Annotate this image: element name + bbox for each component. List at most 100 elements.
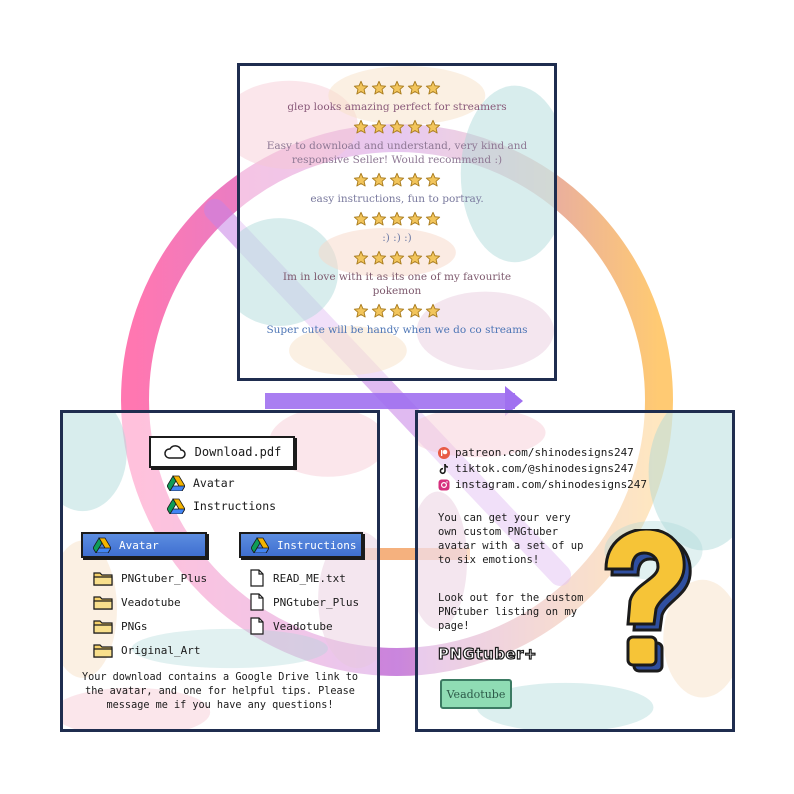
reviews-panel: glep looks amazing perfect for streamers… (237, 63, 557, 381)
social-link-label: tiktok.com/@shinodesigns247 (455, 462, 634, 475)
star-icon (389, 250, 405, 265)
star-icon (371, 250, 387, 265)
file-label: PNGs (121, 619, 148, 633)
document-icon (250, 617, 264, 635)
reviews-list: glep looks amazing perfect for streamers… (240, 66, 554, 378)
review-item: :) :) :) (353, 211, 441, 250)
review-item: Im in love with it as its one of my favo… (262, 250, 532, 303)
google-drive-icon (93, 537, 111, 553)
star-icon (425, 172, 441, 187)
panel-blob-decoration (240, 66, 554, 376)
star-icon (371, 172, 387, 187)
file-item[interactable]: Original_Art (93, 640, 207, 660)
lookout-text: Look out for the custom PNGtuber listing… (438, 592, 584, 632)
folder-icon (93, 572, 113, 586)
star-icon (407, 303, 423, 318)
star-icon (407, 211, 423, 226)
purple-arrow-bar (265, 393, 515, 409)
file-label: READ_ME.txt (273, 571, 346, 585)
star-rating (353, 303, 441, 319)
file-item[interactable]: PNGs (93, 616, 207, 636)
folder-button-label: Instructions (277, 538, 357, 552)
file-label: PNGtuber_Plus (273, 595, 360, 609)
star-icon (371, 303, 387, 318)
instructions-folder-button[interactable]: Instructions (239, 532, 363, 558)
star-icon (425, 250, 441, 265)
drive-link-avatar[interactable]: Avatar (167, 475, 235, 491)
download-note: Your download contains a Google Drive li… (81, 672, 358, 711)
star-icon (389, 119, 405, 134)
file-label: PNGtuber_Plus (121, 571, 208, 585)
social-link[interactable]: instagram.com/shinodesigns247 (438, 478, 647, 491)
star-rating (353, 80, 441, 96)
star-icon (371, 211, 387, 226)
star-icon (389, 80, 405, 95)
review-item: glep looks amazing perfect for streamers (287, 80, 507, 119)
patreon-icon (438, 446, 450, 459)
file-item[interactable]: READ_ME.txt (249, 568, 359, 588)
star-icon (371, 80, 387, 95)
star-icon (407, 172, 423, 187)
folder-icon (93, 620, 113, 634)
document-icon (250, 569, 264, 587)
folder-button-label: Avatar (119, 538, 159, 552)
panel-blob-decoration (418, 413, 732, 729)
cloud-icon (163, 445, 186, 459)
question-mark-icon (604, 529, 692, 673)
promo-text: You can get your very own custom PNGtube… (438, 512, 584, 566)
file-item[interactable]: PNGtuber_Plus (249, 592, 359, 612)
avatar-folder-button[interactable]: Avatar (81, 532, 207, 558)
social-link-label: instagram.com/shinodesigns247 (455, 478, 648, 491)
document-icon (250, 593, 264, 611)
veadotube-logo: Veadotube (440, 679, 512, 709)
social-link[interactable]: patreon.com/shinodesigns247 (438, 446, 647, 459)
pngtuber-plus-logo: PNGtuber+ (437, 644, 538, 663)
star-rating (353, 172, 441, 188)
file-item[interactable]: Veadotube (93, 592, 207, 612)
star-icon (425, 211, 441, 226)
file-label: Original_Art (121, 643, 201, 657)
star-icon (353, 80, 369, 95)
drive-link-instructions[interactable]: Instructions (167, 498, 276, 514)
social-links: patreon.com/shinodesigns247 tiktok.com/@s… (438, 446, 647, 491)
download-pdf-button[interactable]: Download.pdf (149, 436, 295, 468)
file-item[interactable]: PNGtuber_Plus (93, 568, 207, 588)
star-icon (353, 172, 369, 187)
star-icon (353, 303, 369, 318)
file-item[interactable]: Veadotube (249, 616, 359, 636)
review-item: easy instructions, fun to portray. (310, 172, 484, 211)
review-item: Super cute will be handy when we do co s… (266, 303, 528, 342)
star-icon (407, 119, 423, 134)
review-text: Easy to download and understand, very ki… (266, 140, 528, 166)
google-drive-icon (167, 475, 185, 491)
star-icon (353, 211, 369, 226)
star-icon (425, 80, 441, 95)
social-link[interactable]: tiktok.com/@shinodesigns247 (438, 462, 647, 475)
review-text: :) :) :) (382, 232, 412, 244)
star-icon (389, 172, 405, 187)
google-drive-icon (167, 498, 185, 514)
star-rating (353, 119, 441, 135)
star-icon (407, 80, 423, 95)
folder-icon (93, 596, 113, 610)
file-label: Veadotube (273, 619, 333, 633)
review-text: Im in love with it as its one of my favo… (282, 271, 512, 297)
google-drive-icon (251, 537, 269, 553)
folder-icon (93, 644, 113, 658)
star-icon (425, 119, 441, 134)
star-rating (353, 250, 441, 266)
drive-link-label: Avatar (193, 476, 235, 490)
purple-arrow-head (505, 386, 523, 416)
star-icon (389, 303, 405, 318)
download-panel: Download.pdf Avatar Instructions Avatar … (60, 410, 380, 732)
download-pdf-label: Download.pdf (194, 445, 282, 459)
file-label: Veadotube (121, 595, 181, 609)
social-link-label: patreon.com/shinodesigns247 (455, 446, 634, 459)
review-item: Easy to download and understand, very ki… (262, 119, 532, 172)
star-rating (353, 211, 441, 227)
review-text: Super cute will be handy when we do co s… (266, 324, 528, 336)
star-icon (389, 211, 405, 226)
info-panel: patreon.com/shinodesigns247 tiktok.com/@s… (415, 410, 735, 732)
panel-blob-decoration (63, 413, 377, 729)
